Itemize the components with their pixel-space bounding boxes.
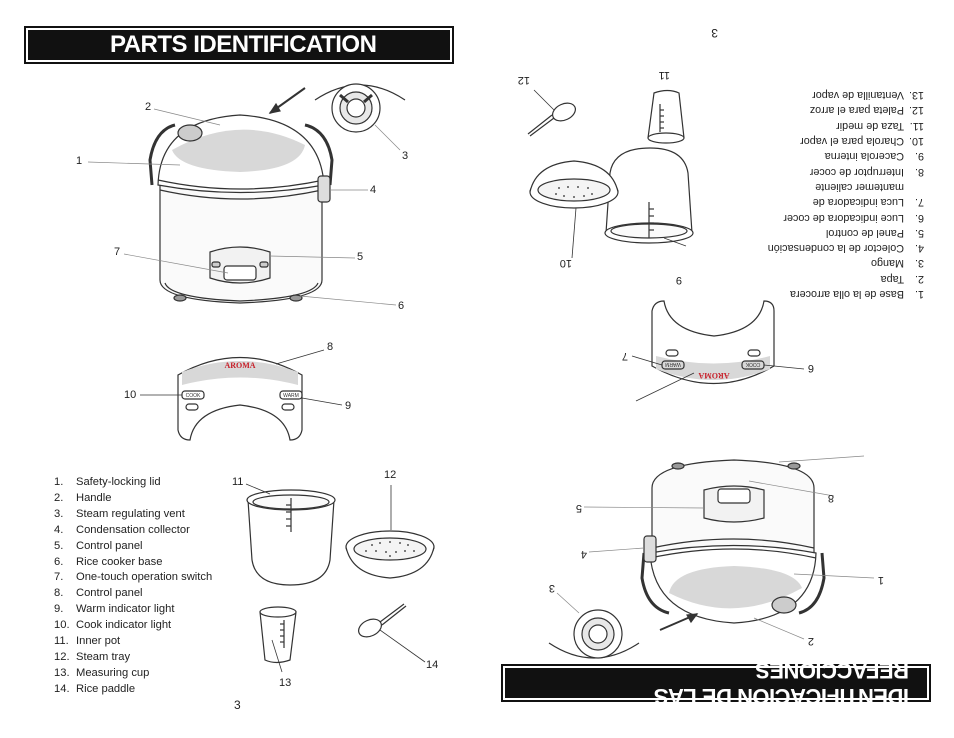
parts-list-es: 1.Base de la olla arrocera 2.Tapa 3.Mang… bbox=[768, 87, 924, 301]
steam-tray-illustration bbox=[345, 485, 435, 579]
warm-label: WARM bbox=[283, 393, 299, 399]
list-item: 7.One-touch operation switch bbox=[54, 571, 213, 584]
callout-2: 2 bbox=[145, 101, 152, 113]
callout-9: 9 bbox=[345, 400, 352, 412]
callout-7: 7 bbox=[114, 246, 121, 258]
list-item: 5.Control panel bbox=[54, 539, 143, 552]
measuring-cup-illustration bbox=[647, 89, 685, 144]
page-number: 3 bbox=[234, 698, 241, 712]
list-item: 14.Rice paddle bbox=[54, 682, 136, 695]
callout-5: 5 bbox=[575, 502, 582, 514]
callout-11: 11 bbox=[232, 476, 244, 488]
control-panel-illustration bbox=[177, 356, 303, 441]
list-item: 1.Base de la olla arrocera bbox=[789, 288, 924, 300]
rice-cooker-illustration bbox=[548, 459, 826, 659]
inner-pot-illustration bbox=[245, 483, 336, 586]
callout-10: 10 bbox=[124, 389, 137, 401]
measuring-cup-illustration bbox=[259, 606, 297, 673]
brand-logo: AROMA bbox=[224, 361, 255, 370]
list-item: 4.Colector de la condensación bbox=[767, 242, 924, 255]
list-item: 3.Mango bbox=[870, 257, 924, 270]
list-item: 2.Handle bbox=[54, 491, 112, 504]
callout-3: 3 bbox=[402, 150, 409, 162]
callout-10: 10 bbox=[559, 257, 572, 269]
callout-6: 6 bbox=[398, 300, 405, 312]
parts-illustration-es: AROMA COOK WARM bbox=[527, 89, 875, 659]
warm-label: WARM bbox=[665, 361, 681, 367]
callout-8: 8 bbox=[827, 492, 834, 504]
list-item: 7.Luca indicadora de bbox=[812, 196, 924, 209]
callout-13: 13 bbox=[279, 677, 292, 689]
list-item: 11.Inner pot bbox=[54, 635, 121, 648]
callout-12: 12 bbox=[517, 74, 530, 86]
callout-7: 7 bbox=[621, 350, 628, 362]
list-item: 1.Safety-locking lid bbox=[54, 476, 161, 488]
callout-4: 4 bbox=[580, 548, 587, 560]
callout-12: 12 bbox=[384, 469, 397, 481]
cook-label: COOK bbox=[186, 393, 201, 399]
brand-logo: AROMA bbox=[698, 371, 729, 380]
callout-9: 9 bbox=[675, 274, 682, 286]
page-title: PARTS IDENTIFICATION bbox=[24, 26, 454, 64]
inner-pot-illustration bbox=[604, 147, 694, 247]
list-item: 9.Cacerola interna bbox=[824, 150, 924, 163]
right-page: IDENTIFICACIÓN DE LAS REFACCIONES bbox=[477, 0, 954, 738]
page-number: 3 bbox=[711, 26, 718, 40]
left-page: PARTS IDENTIFICATION bbox=[24, 26, 454, 712]
parts-illustration: AROMA COOK WARM bbox=[87, 83, 435, 673]
list-item: 12.Steam tray bbox=[54, 650, 131, 663]
list-item: 5.Panel de control bbox=[825, 226, 924, 239]
list-item: 6.Rice cooker base bbox=[54, 555, 163, 568]
list-item: 13.Ventanilla de vapor bbox=[812, 89, 924, 102]
parts-list: 1.Safety-locking lid 2.Handle 3.Steam re… bbox=[54, 475, 212, 698]
list-item: 2.Tapa bbox=[880, 272, 924, 285]
list-item: 11.Taza de medir bbox=[836, 119, 924, 132]
rice-cooker-illustration bbox=[148, 83, 406, 304]
list-item: 4.Condensation collector bbox=[54, 523, 190, 536]
cook-label: COOK bbox=[745, 361, 760, 367]
list-item: 8.Interruptor de cocer bbox=[809, 165, 924, 178]
callout-6: 6 bbox=[807, 362, 814, 374]
list-item: 12.Paleta para el arroz bbox=[809, 104, 924, 117]
list-item: 6.Luce indicadora de cocer bbox=[783, 211, 924, 224]
steam-tray-illustration bbox=[529, 160, 619, 259]
callout-14: 14 bbox=[426, 659, 439, 671]
callout-11: 11 bbox=[658, 69, 670, 81]
callout-2: 2 bbox=[807, 635, 814, 647]
list-item: 8.Control panel bbox=[54, 587, 143, 600]
list-item: 9.Warm indicator light bbox=[54, 603, 175, 616]
rice-paddle-illustration bbox=[358, 603, 426, 663]
list-item: 10.Charola para el vapor bbox=[800, 135, 924, 148]
control-panel-illustration bbox=[651, 300, 775, 385]
list-item: 13.Measuring cup bbox=[54, 666, 150, 679]
list-item: mantemer caliente bbox=[815, 180, 904, 193]
list-item: 10.Cook indicator light bbox=[54, 619, 172, 632]
rice-paddle-illustration bbox=[527, 89, 576, 137]
callout-4: 4 bbox=[370, 184, 377, 196]
list-item: 3.Steam regulating vent bbox=[54, 507, 185, 520]
callout-8: 8 bbox=[327, 341, 334, 353]
callout-1: 1 bbox=[877, 574, 884, 586]
callout-1: 1 bbox=[76, 155, 83, 167]
callout-3: 3 bbox=[548, 582, 555, 594]
callout-5: 5 bbox=[357, 251, 364, 263]
